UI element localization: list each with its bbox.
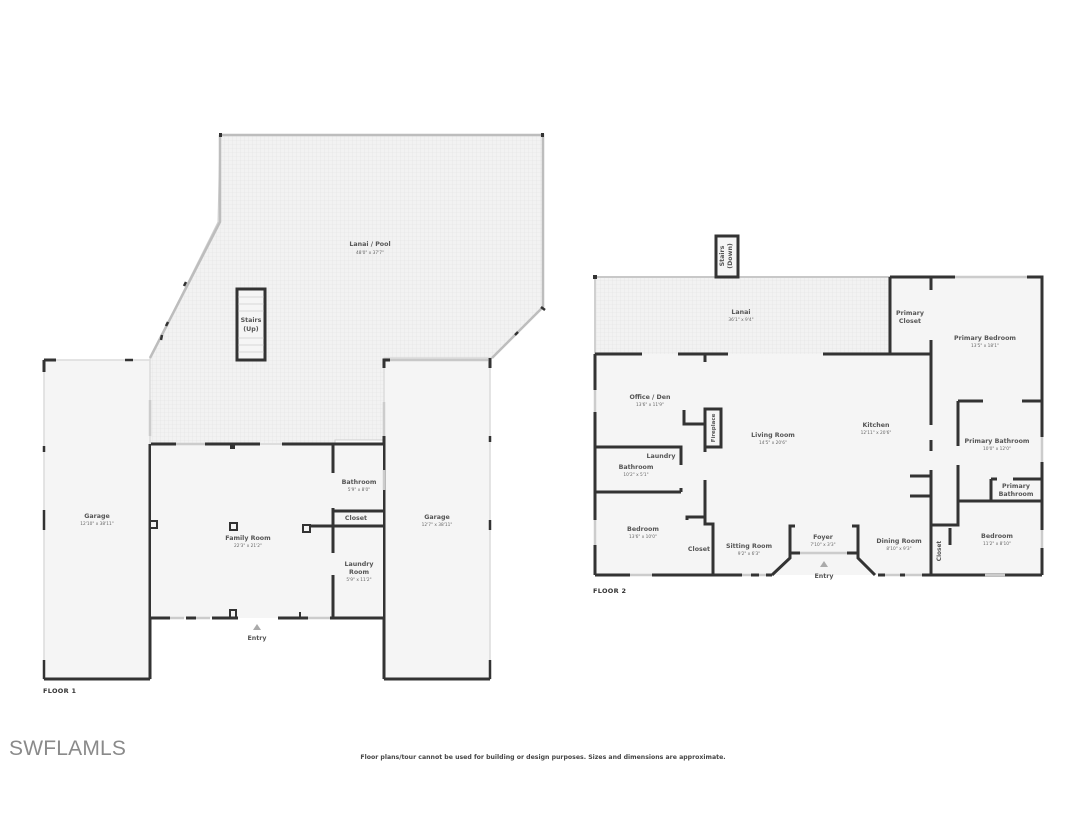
room-dimensions: 10'0" x 12'0"	[983, 446, 1011, 452]
room-label: Lanai	[731, 309, 750, 316]
room-dimensions: 5'9" x 11'2"	[346, 577, 371, 583]
fireplace-label: Fireplace	[711, 413, 717, 442]
floor-2-plan	[593, 234, 1044, 577]
watermark-logo: SWFLAMLS	[9, 737, 127, 760]
room-label: Stairs	[719, 245, 726, 266]
room-label: Closet	[937, 541, 943, 562]
room-dimensions: 11'2" x 8'10"	[983, 541, 1011, 547]
room-dimensions: 36'1" x 9'4"	[728, 317, 753, 323]
lanai-area	[595, 277, 890, 354]
room-label: Foyer	[813, 534, 834, 541]
disclaimer-text: Floor plans/tour cannot be used for buil…	[0, 754, 1086, 761]
room-dimensions: 8'10" x 9'3"	[886, 546, 911, 552]
floor-1-plan	[42, 133, 546, 681]
room-label: Primary Bedroom	[954, 335, 1016, 342]
room-label: Sitting Room	[726, 543, 773, 550]
room-dimensions: 9'2" x 6'3"	[738, 551, 761, 557]
stairs-up	[235, 287, 267, 362]
family-room-block	[149, 442, 386, 630]
room-label: (Up)	[243, 326, 258, 333]
room-label: Office / Den	[629, 394, 670, 401]
entry-arrow-icon	[253, 624, 261, 630]
room-dimensions: 13'5" x 18'1"	[971, 343, 999, 349]
room-dimensions: 12'7" x 38'11"	[422, 522, 453, 528]
room-dimensions: 12'11" x 20'6"	[861, 430, 892, 436]
entry-label: Entry	[814, 573, 833, 580]
garage-right	[382, 358, 492, 681]
room-label: Family Room	[225, 535, 271, 542]
room-label: Room	[349, 569, 370, 576]
room-label: Lanai / Pool	[349, 241, 390, 248]
stairs-down	[714, 234, 740, 279]
room-label: Living Room	[751, 432, 795, 439]
room-label: Bedroom	[981, 533, 1013, 540]
room-dimensions: 13'6" x 10'0"	[629, 534, 657, 540]
room-label: Closet	[899, 318, 921, 325]
room-dimensions: 5'9" x 8'0"	[348, 487, 371, 493]
room-label: Primary	[896, 310, 924, 317]
room-dimensions: 13'6" x 11'9"	[636, 402, 664, 408]
room-label: Bathroom	[619, 464, 654, 471]
room-dimensions: 22'3" x 21'2"	[234, 543, 262, 549]
room-label: Stairs	[241, 317, 262, 324]
room-label: Garage	[424, 514, 450, 521]
room-label: Closet	[345, 515, 367, 522]
room-label: Primary	[1002, 483, 1030, 490]
room-label: Primary Bathroom	[965, 438, 1030, 445]
room-label: Dining Room	[876, 538, 922, 545]
room-label: Closet	[688, 546, 710, 553]
room-dimensions: 14'5" x 20'6"	[759, 440, 787, 446]
room-label: Laundry	[345, 561, 374, 568]
entry-arrow-icon	[820, 561, 828, 567]
room-label: (Down)	[727, 243, 734, 269]
room-label: Laundry	[647, 453, 676, 460]
room-dimensions: 48'0" x 37'7"	[356, 250, 384, 256]
entry-label: Entry	[247, 635, 266, 642]
room-dimensions: 7'10" x 3'3"	[810, 542, 835, 548]
floor-2-label: FLOOR 2	[593, 587, 626, 595]
floor-1-label: FLOOR 1	[43, 687, 76, 695]
garage-left	[42, 358, 152, 681]
room-label: Bathroom	[999, 491, 1034, 498]
disclaimer-span: Floor plans/tour cannot be used for buil…	[360, 754, 726, 761]
room-label: Kitchen	[862, 422, 889, 429]
room-label: Garage	[84, 513, 110, 520]
room-label: Bedroom	[627, 526, 659, 533]
room-label: Bathroom	[342, 479, 377, 486]
room-dimensions: 10'2" x 5'1"	[623, 472, 648, 478]
room-dimensions: 12'10" x 38'11"	[80, 521, 113, 527]
